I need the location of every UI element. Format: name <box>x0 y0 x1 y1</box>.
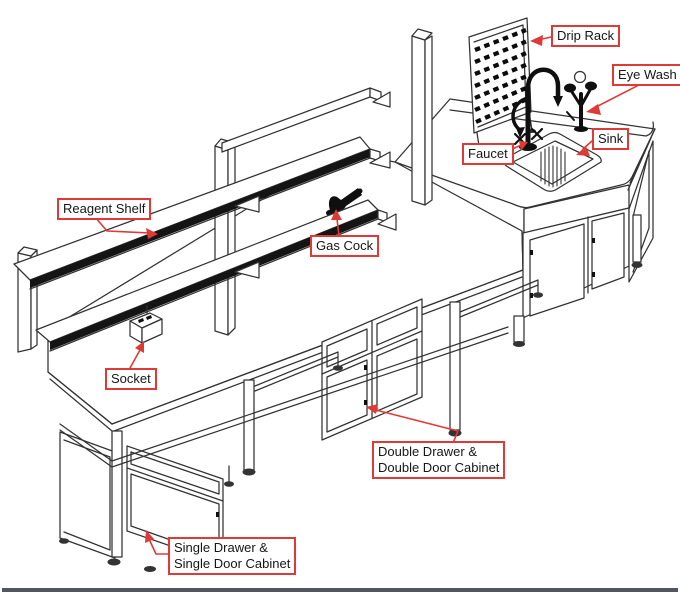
double-cabinet <box>321 298 423 441</box>
leader-gas-cock <box>336 218 340 237</box>
leader-arrow-reagent-shelf <box>146 228 158 239</box>
leader-single-cabinet <box>148 538 169 555</box>
sink-cabinet <box>513 140 654 347</box>
callout-sink: Sink <box>592 128 630 150</box>
faucet <box>511 67 563 151</box>
single-cabinet <box>59 431 224 572</box>
callout-double-cabinet: Double Drawer & Double Door Cabinet <box>372 441 506 479</box>
reagent-shelves <box>13 87 397 352</box>
callout-eye-wash: Eye Wash <box>612 64 680 86</box>
leader-reagent-shelf <box>94 216 151 234</box>
leader-arrow-drip-rack <box>530 35 543 46</box>
leader-arrow-gas-cock <box>331 209 342 220</box>
leader-socket <box>129 349 141 369</box>
leader-arrow-eye-wash <box>586 104 601 115</box>
bench-frame <box>59 279 543 558</box>
callout-faucet: Faucet <box>462 143 514 165</box>
bottom-rule <box>2 588 678 592</box>
callout-leaders <box>94 35 638 555</box>
eye-wash <box>564 70 597 132</box>
leader-arrow-single-cabinet <box>145 530 154 543</box>
leader-double-cabinet <box>375 409 459 444</box>
leader-arrow-double-cabinet <box>366 404 378 414</box>
leader-arrow-faucet <box>519 141 528 151</box>
leader-arrow-socket <box>135 341 144 353</box>
leader-arrow-sink <box>576 146 590 156</box>
leader-eye-wash <box>593 85 638 109</box>
callout-gas-cock: Gas Cock <box>310 235 380 257</box>
callout-socket: Socket <box>105 368 157 390</box>
callout-single-cabinet: Single Drawer & Single Door Cabinet <box>168 537 297 575</box>
callout-reagent-shelf: Reagent Shelf <box>57 198 152 220</box>
callout-drip-rack: Drip Rack <box>551 25 621 47</box>
